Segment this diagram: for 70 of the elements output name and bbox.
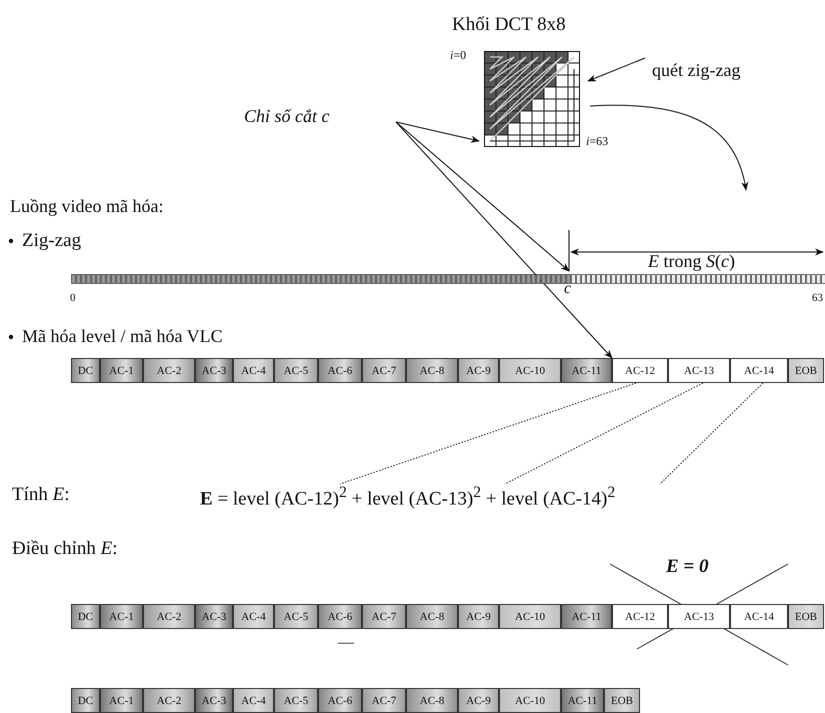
coefficient-cell: AC-2 <box>143 358 195 383</box>
text-label: E = 0 <box>666 556 708 578</box>
coefficient-cell: AC-5 <box>274 358 318 383</box>
coefficient-cell: AC-1 <box>100 604 143 629</box>
index-label: i=63 <box>586 134 608 149</box>
coefficient-cell: AC-10 <box>499 358 561 383</box>
coefficient-cell: AC-8 <box>406 358 458 383</box>
coefficient-cell: AC-2 <box>143 688 195 713</box>
coefficient-cell: EOB <box>788 604 824 629</box>
coefficient-cell: AC-5 <box>274 604 318 629</box>
coefficient-cell: AC-2 <box>143 604 195 629</box>
coefficient-cell: AC-13 <box>668 604 730 629</box>
arrow <box>396 122 570 272</box>
coefficient-cell: AC-4 <box>233 688 274 713</box>
text-label: — <box>338 634 354 652</box>
text-label: E trong S(c) <box>648 251 735 272</box>
arrow <box>590 104 748 191</box>
coefficient-cell: AC-8 <box>406 604 458 629</box>
coefficient-cell: AC-7 <box>362 358 406 383</box>
text-label: 63 <box>812 292 823 304</box>
coefficient-cell: AC-4 <box>233 358 274 383</box>
text-label: Zig-zag <box>22 230 82 252</box>
formula: E = level (AC-12)$^{2}$ + level (AC-13)$^{2}$ + level (AC-14)$^{2}$ <box>200 484 700 512</box>
arrow <box>396 122 613 359</box>
coefficient-cell: EOB <box>604 688 640 713</box>
coefficient-cell: DC <box>71 358 100 383</box>
coefficient-cell: AC-12 <box>612 358 668 383</box>
coefficient-cell: AC-3 <box>195 604 233 629</box>
text-label: 0 <box>70 292 76 304</box>
coefficient-cell: AC-1 <box>100 688 143 713</box>
text-label: Luồng video mã hóa: <box>10 196 164 217</box>
coefficient-cell: AC-8 <box>406 688 458 713</box>
coefficient-cell: DC <box>71 688 100 713</box>
coefficient-cell: AC-6 <box>318 688 362 713</box>
coefficient-cell: AC-3 <box>195 688 233 713</box>
text-label: Điều chỉnh E: <box>12 538 118 560</box>
coefficient-cell: AC-6 <box>318 604 362 629</box>
arrow <box>396 122 480 143</box>
coefficient-cell: AC-11 <box>561 358 612 383</box>
index-label: i=0 <box>450 48 466 63</box>
coefficient-cell: AC-3 <box>195 358 233 383</box>
coefficient-cell: EOB <box>788 358 824 383</box>
connector-line <box>660 382 764 484</box>
connector-line <box>504 382 704 484</box>
coefficient-cell: AC-9 <box>458 688 499 713</box>
coefficient-cell: AC-9 <box>458 604 499 629</box>
connector-line <box>340 382 636 484</box>
text-label: Tính E: <box>12 484 70 506</box>
callout-text: Chỉ số cắt c <box>244 106 396 136</box>
coefficient-cell: AC-14 <box>730 358 788 383</box>
coefficient-cell: AC-14 <box>730 604 788 629</box>
coefficient-cell: AC-7 <box>362 688 406 713</box>
arrow <box>587 58 646 82</box>
coefficient-cell: AC-10 <box>499 604 561 629</box>
coefficient-cell: AC-1 <box>100 358 143 383</box>
text-label: c <box>564 280 572 298</box>
coefficient-cell: AC-5 <box>274 688 318 713</box>
coefficient-cell: AC-11 <box>561 604 612 629</box>
coefficient-cell: AC-13 <box>668 358 730 383</box>
coefficient-cell: AC-9 <box>458 358 499 383</box>
coefficient-cell: AC-11 <box>561 688 604 713</box>
coefficient-cell: AC-6 <box>318 358 362 383</box>
coefficient-cell: AC-4 <box>233 604 274 629</box>
coefficient-cell: AC-12 <box>612 604 668 629</box>
coefficient-cell: DC <box>71 604 100 629</box>
block-title: Khối DCT 8x8 <box>452 14 566 36</box>
callout-text: quét zig-zag <box>652 60 772 86</box>
coefficient-cell: AC-10 <box>499 688 561 713</box>
text-label: Mã hóa level / mã hóa VLC <box>22 326 223 347</box>
coefficient-cell: AC-7 <box>362 604 406 629</box>
